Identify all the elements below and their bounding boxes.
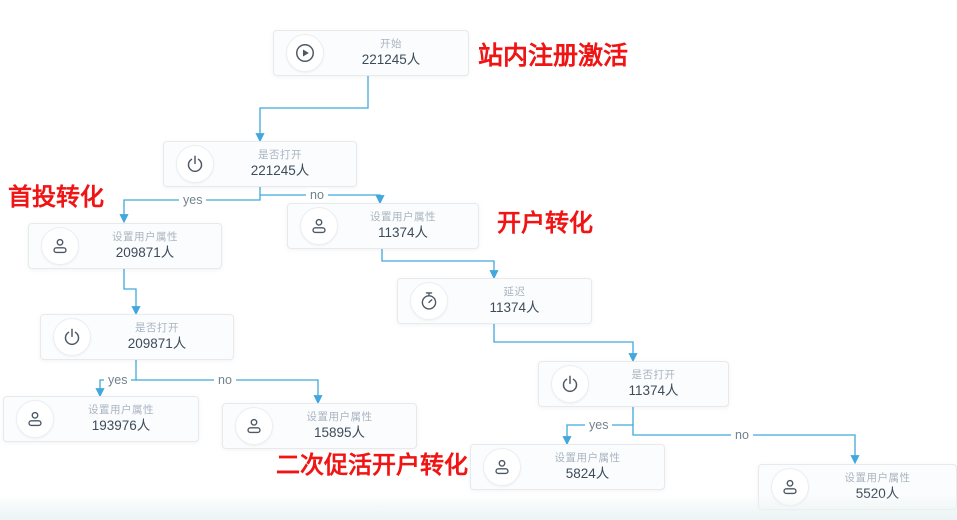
node-label: 设置用户属性: [554, 452, 621, 464]
flow-node-set-attrs-5[interactable]: 设置用户属性 5824人: [470, 444, 665, 490]
stopwatch-icon: [410, 282, 448, 320]
node-label: 开始: [380, 38, 402, 50]
bottom-gradient: [0, 494, 957, 520]
node-count: 5824人: [565, 466, 610, 481]
node-count: 221245人: [361, 52, 421, 67]
node-count: 15895人: [313, 425, 366, 440]
node-count: 11374人: [377, 225, 429, 240]
node-count: 209871人: [127, 336, 187, 351]
node-label: 设置用户属性: [88, 404, 154, 416]
annotation-open-account-conversion: 开户转化: [497, 210, 593, 237]
node-count: 221245人: [250, 163, 310, 178]
node-count: 209871人: [115, 245, 175, 260]
person-icon: [300, 207, 338, 245]
node-label: 是否打开: [258, 149, 302, 161]
power-icon: [176, 145, 214, 183]
flow-node-set-attrs-3[interactable]: 设置用户属性 193976人: [3, 396, 199, 442]
edge-label-yes-2: yes: [104, 373, 132, 387]
edge-label-no-3: no: [731, 428, 753, 442]
annotation-first-invest-conversion: 首投转化: [8, 184, 104, 211]
edge-label-no-2: no: [214, 373, 236, 387]
flow-node-open-check-2[interactable]: 是否打开 209871人: [40, 314, 234, 360]
node-label: 是否打开: [631, 369, 676, 381]
person-icon: [483, 448, 521, 486]
node-count: 11374人: [489, 300, 540, 315]
node-label: 是否打开: [135, 322, 179, 334]
edge-label-yes-1: yes: [179, 193, 207, 207]
node-label: 延迟: [503, 286, 526, 298]
flow-node-set-attrs-1[interactable]: 设置用户属性 209871人: [28, 223, 222, 269]
node-count: 11374人: [628, 383, 679, 398]
power-icon: [551, 365, 589, 403]
power-icon: [53, 318, 91, 356]
flow-node-start[interactable]: 开始 221245人: [273, 30, 469, 76]
edge-label-no-1: no: [306, 188, 328, 202]
node-label: 设置用户属性: [844, 472, 911, 484]
node-label: 设置用户属性: [370, 211, 436, 223]
person-icon: [16, 400, 54, 438]
edge-label-yes-3: yes: [585, 418, 613, 432]
flow-node-open-check-3[interactable]: 是否打开 11374人: [538, 361, 729, 407]
person-icon: [235, 407, 273, 445]
annotation-second-reactivation-conversion: 二次促活开户转化: [276, 452, 468, 479]
play-icon: [286, 34, 324, 72]
flow-node-open-check-1[interactable]: 是否打开 221245人: [163, 141, 357, 187]
person-icon: [41, 227, 79, 265]
node-label: 设置用户属性: [306, 411, 373, 423]
flow-node-set-attrs-4[interactable]: 设置用户属性 15895人: [222, 403, 417, 449]
annotation-register-activation: 站内注册激活: [478, 42, 629, 70]
flow-node-delay[interactable]: 延迟 11374人: [397, 278, 592, 324]
flow-node-set-attrs-2[interactable]: 设置用户属性 11374人: [287, 203, 479, 249]
node-count: 193976人: [91, 418, 151, 433]
node-label: 设置用户属性: [112, 231, 178, 243]
